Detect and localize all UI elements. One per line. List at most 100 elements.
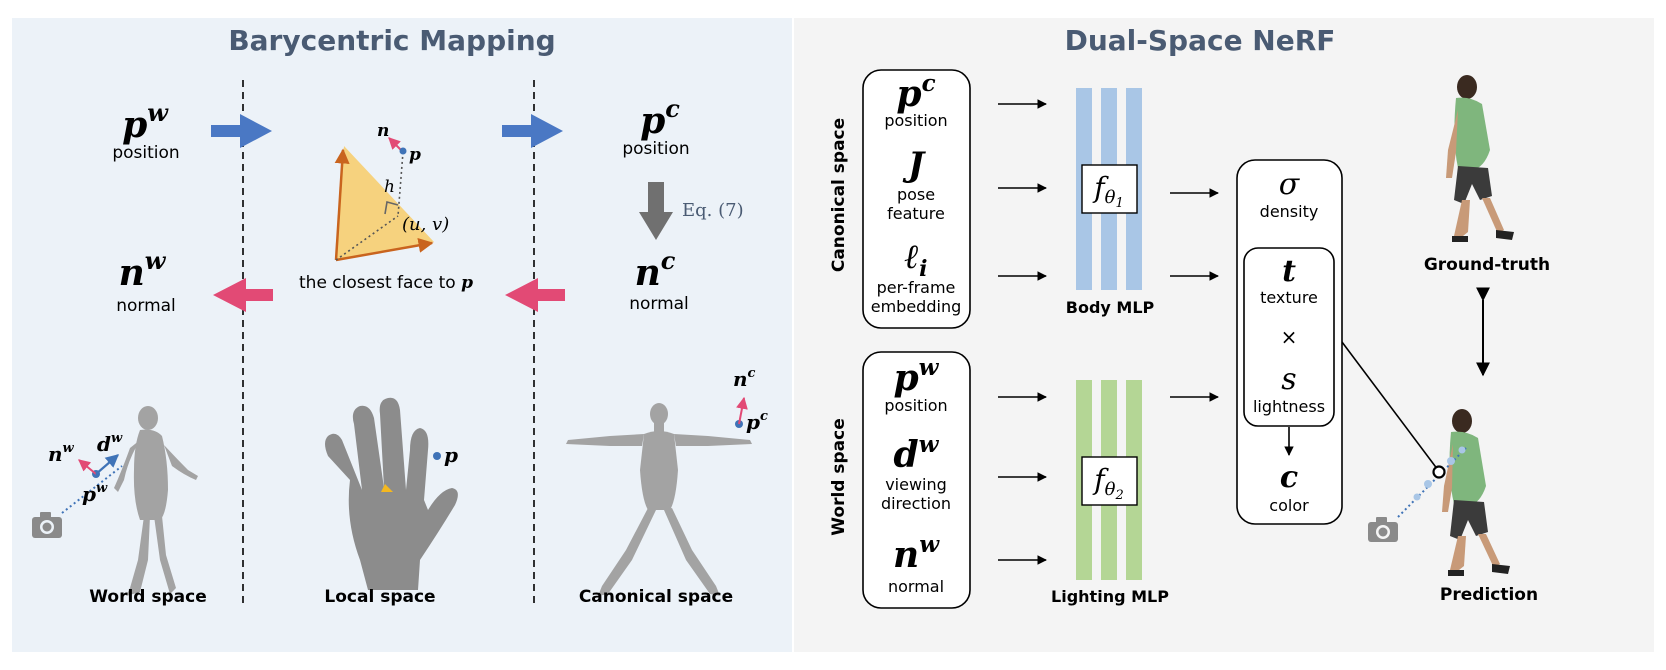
svg-text:position: position [884, 396, 947, 415]
svg-text:position: position [884, 111, 947, 130]
svg-text:per-frame: per-frame [877, 278, 956, 297]
world-normal-symbol: nw [119, 246, 167, 294]
ray-sample-1 [1413, 493, 1421, 501]
input-viewing-direction: dw viewing direction [881, 431, 951, 513]
ray-sample-4 [1458, 446, 1466, 454]
world-fig-p-label: pw [82, 481, 108, 506]
tpose-human-mesh [566, 403, 752, 596]
world-direction-arrow [95, 454, 119, 475]
world-position-symbol: pw [122, 98, 169, 146]
svg-text:pw: pw [122, 98, 169, 146]
svg-text:pose: pose [897, 185, 935, 204]
output-texture: t texture [1260, 254, 1318, 307]
body-mlp-label: Body MLP [1066, 298, 1155, 317]
svg-text:ℓi: ℓi [905, 237, 928, 282]
camera-icon-prediction [1368, 517, 1398, 542]
prediction-label: Prediction [1440, 585, 1538, 605]
world-position-label: position [112, 143, 179, 163]
svg-text:pw: pw [894, 354, 940, 399]
ray-sample-2 [1424, 480, 1432, 488]
canonical-inputs-box [862, 69, 971, 329]
color-to-pixel-line [1341, 341, 1439, 471]
triangle-normal-arrow [388, 137, 403, 152]
svg-text:pc: pc [896, 70, 935, 115]
face-caption: the closest face to p [299, 273, 473, 293]
local-fig-p-label: p [444, 443, 458, 467]
svg-text:texture: texture [1260, 288, 1318, 307]
world-fig-n-label: nw [48, 441, 75, 466]
canonical-position-symbol: pc [640, 94, 680, 142]
walking-human-mesh [114, 406, 198, 596]
svg-text:lightness: lightness [1253, 397, 1325, 416]
svg-text:pw: pw [82, 481, 108, 506]
left-panel-title: Barycentric Mapping [228, 24, 555, 57]
hand-mesh [325, 397, 458, 590]
caption-canonical-space: Canonical space [579, 587, 733, 607]
canonical-normal-arrow [736, 396, 748, 425]
equation-ref: Eq. (7) [682, 200, 744, 221]
svg-text:pc: pc [746, 409, 768, 434]
svg-text:pc: pc [640, 94, 680, 142]
caption-world-space: World space [89, 587, 207, 607]
local-point-dot [433, 452, 441, 460]
triangle-label-p: p [409, 145, 421, 165]
hand-closest-face [381, 484, 393, 492]
closest-face-triangle [334, 146, 434, 262]
svg-text:viewing: viewing [885, 475, 947, 494]
world-fig-d-label: dw [97, 431, 123, 456]
right-panel-title: Dual-Space NeRF [1065, 24, 1336, 57]
input-world-normal: nw normal [888, 531, 944, 596]
svg-text:s: s [1281, 362, 1296, 397]
lighting-mlp-func-box [1081, 456, 1138, 506]
svg-text:nw: nw [48, 441, 75, 466]
canonical-fig-n-label: nc [733, 366, 756, 391]
output-lightness: s lightness [1253, 362, 1325, 416]
svg-text:nc: nc [635, 246, 676, 294]
triangle-label-h: h [384, 177, 395, 197]
pink-arrow-canonical-to-local [505, 278, 565, 312]
canonical-normal-symbol: nc [635, 246, 676, 294]
svg-text:embedding: embedding [871, 297, 961, 316]
texture-lightness-box [1243, 247, 1335, 427]
caption-local-space: Local space [324, 587, 435, 607]
canonical-fig-p-label: pc [746, 409, 768, 434]
svg-text:normal: normal [888, 577, 944, 596]
triangle-label-n: n [377, 121, 389, 141]
svg-text:dw: dw [894, 431, 940, 476]
svg-text:color: color [1269, 496, 1309, 515]
camera-icon [32, 512, 62, 538]
input-world-position: pw position [884, 354, 947, 415]
svg-text:direction: direction [881, 494, 951, 513]
world-inputs-box [862, 351, 971, 609]
input-canonical-position: pc position [884, 70, 947, 130]
canonical-normal-label: normal [629, 294, 689, 314]
svg-text:c: c [1280, 460, 1298, 495]
triangle-point-dot [399, 147, 407, 155]
world-space-side-label: World space [829, 418, 849, 536]
world-normal-label: normal [116, 296, 176, 316]
pink-arrow-local-to-world [213, 278, 273, 312]
svg-text:t: t [1282, 254, 1296, 289]
ray-sample-3 [1447, 457, 1455, 465]
gray-down-arrow [639, 182, 673, 240]
blue-arrow-world-to-local [211, 114, 272, 148]
output-sigma: σ density [1260, 167, 1319, 221]
triangle-label-uv: (u, v) [402, 214, 449, 235]
svg-text:feature: feature [887, 204, 945, 223]
svg-text:nc: nc [733, 366, 756, 391]
lighting-mlp-label: Lighting MLP [1051, 587, 1169, 606]
times-symbol: × [1281, 325, 1298, 349]
svg-text:dw: dw [97, 431, 123, 456]
output-color: c color [1269, 460, 1309, 515]
svg-text:nw: nw [893, 531, 940, 576]
ground-truth-label: Ground-truth [1424, 255, 1550, 275]
svg-text:nw: nw [119, 246, 167, 294]
ground-truth-person [1446, 75, 1514, 242]
rendered-pixel [1432, 465, 1446, 479]
canonical-space-side-label: Canonical space [829, 118, 849, 272]
svg-text:density: density [1260, 202, 1319, 221]
world-normal-arrow [78, 459, 97, 475]
body-mlp-func-box [1081, 164, 1138, 214]
svg-text:σ: σ [1279, 167, 1301, 202]
